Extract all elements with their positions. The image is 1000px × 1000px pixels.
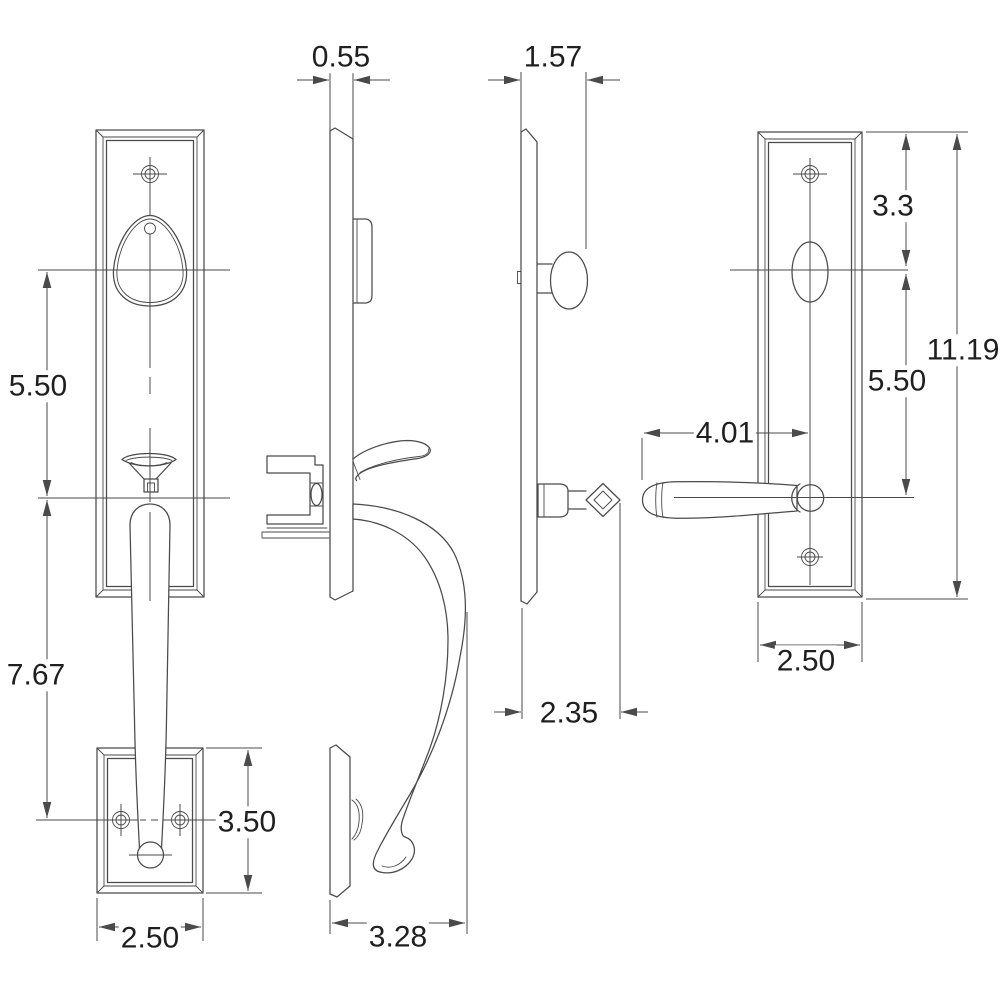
extension-lines — [36, 72, 968, 941]
mounting-screw-top — [133, 157, 167, 191]
dim-label-interior-plate-width: 2.50 — [774, 644, 838, 678]
handle-hook-detail — [381, 856, 407, 868]
interior-plate-side — [517, 128, 538, 605]
exterior-top-plate-side — [329, 127, 373, 601]
dim-label-thumb-to-base: 7.67 — [4, 658, 68, 692]
thumb-latch — [121, 452, 177, 493]
dim-label-base-width: 2.50 — [118, 921, 182, 955]
spindle-diamond — [585, 482, 621, 518]
dim-label-cylinder-to-lever: 5.50 — [865, 364, 929, 398]
dim-label-spindle-depth: 2.35 — [537, 696, 601, 730]
door-lever — [641, 480, 825, 519]
mounting-screw-bottom — [797, 548, 823, 566]
door-grip — [129, 503, 172, 869]
grip-base-connector — [351, 798, 364, 841]
dim-label-interior-projection: 1.57 — [521, 40, 585, 74]
turn-knob-side — [536, 251, 589, 310]
mounting-screws-base — [112, 804, 189, 836]
latch-mechanism — [261, 455, 330, 539]
cylinder-collar — [352, 218, 373, 304]
exterior-base-plate-side — [329, 744, 364, 898]
dim-label-exterior-thickness: 0.55 — [309, 40, 373, 74]
latch-bolt — [310, 482, 323, 507]
interior-side-view — [517, 128, 621, 605]
dim-label-handle-depth: 3.28 — [366, 920, 430, 954]
thumb-lever-side — [352, 439, 431, 482]
mounting-screw-top — [793, 165, 827, 183]
interior-front-view — [641, 131, 914, 598]
lever-hub-side — [537, 482, 621, 518]
dim-label-overall-height: 11.19 — [924, 333, 1000, 367]
screw-edge-detail — [517, 271, 522, 284]
pull-handle-side — [352, 503, 467, 874]
dim-label-cylinder-to-thumb: 5.50 — [6, 369, 70, 403]
dim-label-lever-length: 4.01 — [693, 416, 757, 450]
interior-plate — [757, 131, 863, 598]
exterior-side-view — [261, 127, 467, 898]
dim-label-top-to-cylinder: 3.3 — [870, 189, 916, 223]
exterior-front-view — [38, 129, 230, 894]
dim-label-base-height: 3.50 — [215, 805, 279, 839]
